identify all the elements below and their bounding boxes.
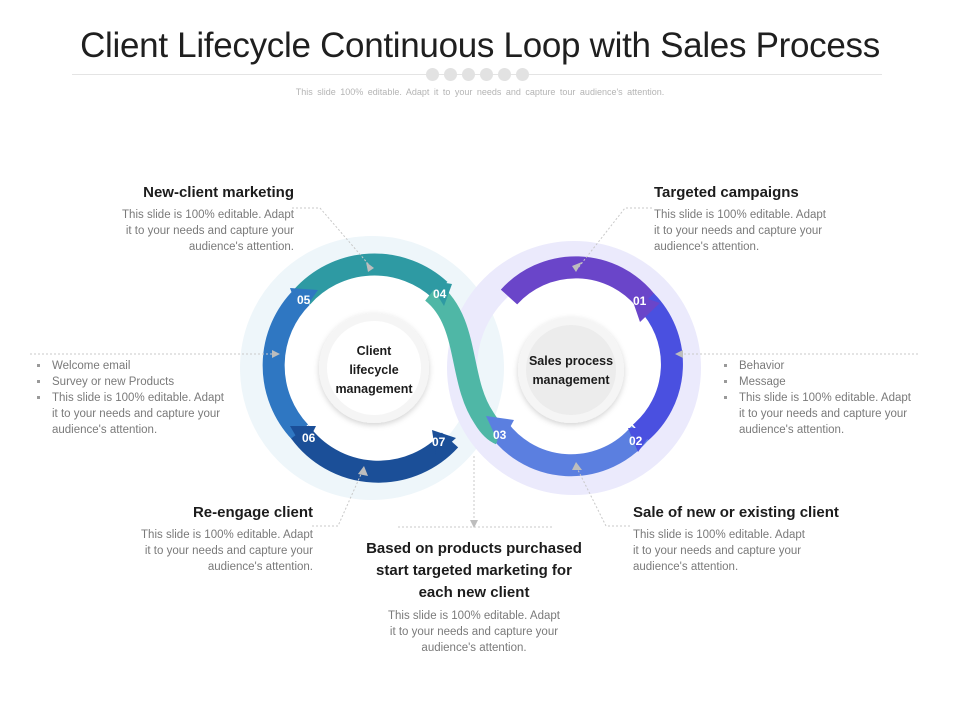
left-halo-ring — [240, 236, 504, 500]
bullet-item: Survey or new Products — [32, 374, 247, 390]
leader-reengage — [312, 471, 363, 527]
leader-arrow-targeted — [572, 262, 582, 272]
right-center-inner — [526, 325, 616, 415]
block-reengage-client: Re-engage client This slide is 100% edit… — [110, 504, 313, 575]
block-based-desc: This slide is 100% editable. Adapt it to… — [344, 608, 604, 656]
block-targeted-title: Targeted campaigns — [654, 184, 799, 201]
dot — [444, 68, 457, 81]
right-bullet-list: Behavior Message This slide is 100% edit… — [719, 358, 934, 438]
title-dots — [426, 68, 529, 81]
arrowhead-03 — [486, 416, 514, 446]
arrowhead-05 — [290, 288, 318, 316]
bullet-item: This slide is 100% editable. Adapt — [32, 390, 247, 406]
block-reengage-title: Re-engage client — [192, 504, 313, 521]
arrowhead-07 — [432, 430, 456, 456]
arrowhead-04 — [428, 280, 452, 306]
page-title: Client Lifecycle Continuous Loop with Sa… — [80, 26, 880, 65]
step-number-01: 01 — [633, 294, 647, 308]
arrowhead-02 — [628, 428, 655, 452]
desc-line: This slide is 100% editable. Adapt — [633, 529, 805, 541]
leader-arrow-reengage — [358, 466, 368, 476]
dot — [480, 68, 493, 81]
desc-line: This slide is 100% editable. Adapt — [388, 610, 560, 622]
right-center-label-line2: management — [532, 373, 610, 387]
dot — [426, 68, 439, 81]
block-targeted-campaigns: Targeted campaigns This slide is 100% ed… — [654, 184, 864, 255]
desc-line: it to your needs and capture your — [389, 626, 559, 638]
desc-line: This slide is 100% editable. Adapt — [122, 209, 294, 221]
desc-line: it to your needs and capture your — [144, 545, 313, 557]
step-number-05: 05 — [297, 293, 311, 307]
desc-line: audience's attention. — [654, 241, 760, 253]
arc-segment-02 — [632, 293, 683, 442]
block-targeted-desc: This slide is 100% editable. Adapt it to… — [654, 207, 864, 255]
page-subtitle: This slide 100% editable. Adapt it to yo… — [295, 87, 665, 97]
step-number-04: 04 — [433, 287, 447, 301]
left-center-inner — [327, 321, 421, 415]
left-center-label-line3: management — [335, 382, 413, 396]
leader-arrow-new-client — [366, 262, 374, 272]
arc-segment-05 — [262, 289, 310, 440]
leader-targeted — [577, 207, 652, 269]
leader-arrow-sale — [572, 462, 582, 470]
leader-new-client — [292, 207, 371, 267]
arrowhead-01 — [630, 293, 660, 322]
dot — [462, 68, 475, 81]
block-reengage-desc: This slide is 100% editable. Adapt it to… — [110, 527, 313, 575]
desc-line: This slide is 100% editable. Adapt — [654, 209, 826, 221]
leader-arrow-right-list — [675, 350, 683, 358]
block-sale-client: Sale of new or existing client This slid… — [633, 504, 873, 575]
desc-line: This slide is 100% editable. Adapt — [141, 529, 313, 541]
desc-line: it to your needs and capture your — [125, 225, 294, 237]
block-sale-desc: This slide is 100% editable. Adapt it to… — [633, 527, 873, 575]
left-center-label-line2: lifecycle — [349, 363, 398, 377]
bullet-continuation: it to your needs and capture your — [739, 408, 908, 420]
block-new-client-title: New-client marketing — [143, 184, 294, 201]
block-based-on-products: Based on products purchased start target… — [344, 538, 604, 656]
desc-line: it to your needs and capture your — [633, 545, 802, 557]
block-new-client-marketing: New-client marketing This slide is 100% … — [96, 184, 294, 255]
block-sale-title: Sale of new or existing client — [633, 504, 839, 521]
title-line: start targeted marketing for — [376, 562, 572, 579]
block-based-title: Based on products purchased start target… — [344, 538, 604, 604]
block-new-client-desc: This slide is 100% editable. Adapt it to… — [96, 207, 294, 255]
title-line: Based on products purchased — [366, 540, 582, 557]
left-bullet-list: Welcome email Survey or new Products Thi… — [32, 358, 247, 438]
dot — [498, 68, 511, 81]
step-number-07: 07 — [432, 435, 446, 449]
leader-arrow-based — [470, 520, 478, 528]
leader-sale — [575, 465, 630, 527]
bullet-item: Message — [719, 374, 934, 390]
title-line: each new client — [418, 584, 530, 601]
desc-line: it to your needs and capture your — [654, 225, 823, 237]
bullet-continuation: audience's attention. — [739, 424, 845, 436]
arc-segment-03 — [486, 418, 649, 477]
desc-line: audience's attention. — [421, 642, 527, 654]
step-number-02: 02 — [629, 434, 643, 448]
step-number-06: 06 — [302, 431, 316, 445]
leader-arrow-left-list — [272, 350, 280, 358]
arc-segment-06 — [291, 425, 459, 483]
arrowhead-06 — [290, 426, 316, 450]
bullet-continuation: it to your needs and capture your — [52, 408, 221, 420]
right-center-label-line1: Sales process — [529, 354, 613, 368]
title-divider — [72, 74, 882, 75]
bullet-item: Welcome email — [32, 358, 247, 374]
dot — [516, 68, 529, 81]
bullet-continuation: audience's attention. — [52, 424, 158, 436]
bullet-item: Behavior — [719, 358, 934, 374]
left-center-label-line1: Client — [357, 344, 393, 358]
desc-line: audience's attention. — [633, 561, 739, 573]
step-number-03: 03 — [493, 428, 507, 442]
desc-line: audience's attention. — [207, 561, 313, 573]
desc-line: audience's attention. — [188, 241, 294, 253]
arc-segment-01 — [500, 256, 655, 309]
bullet-item: This slide is 100% editable. Adapt — [719, 390, 934, 406]
